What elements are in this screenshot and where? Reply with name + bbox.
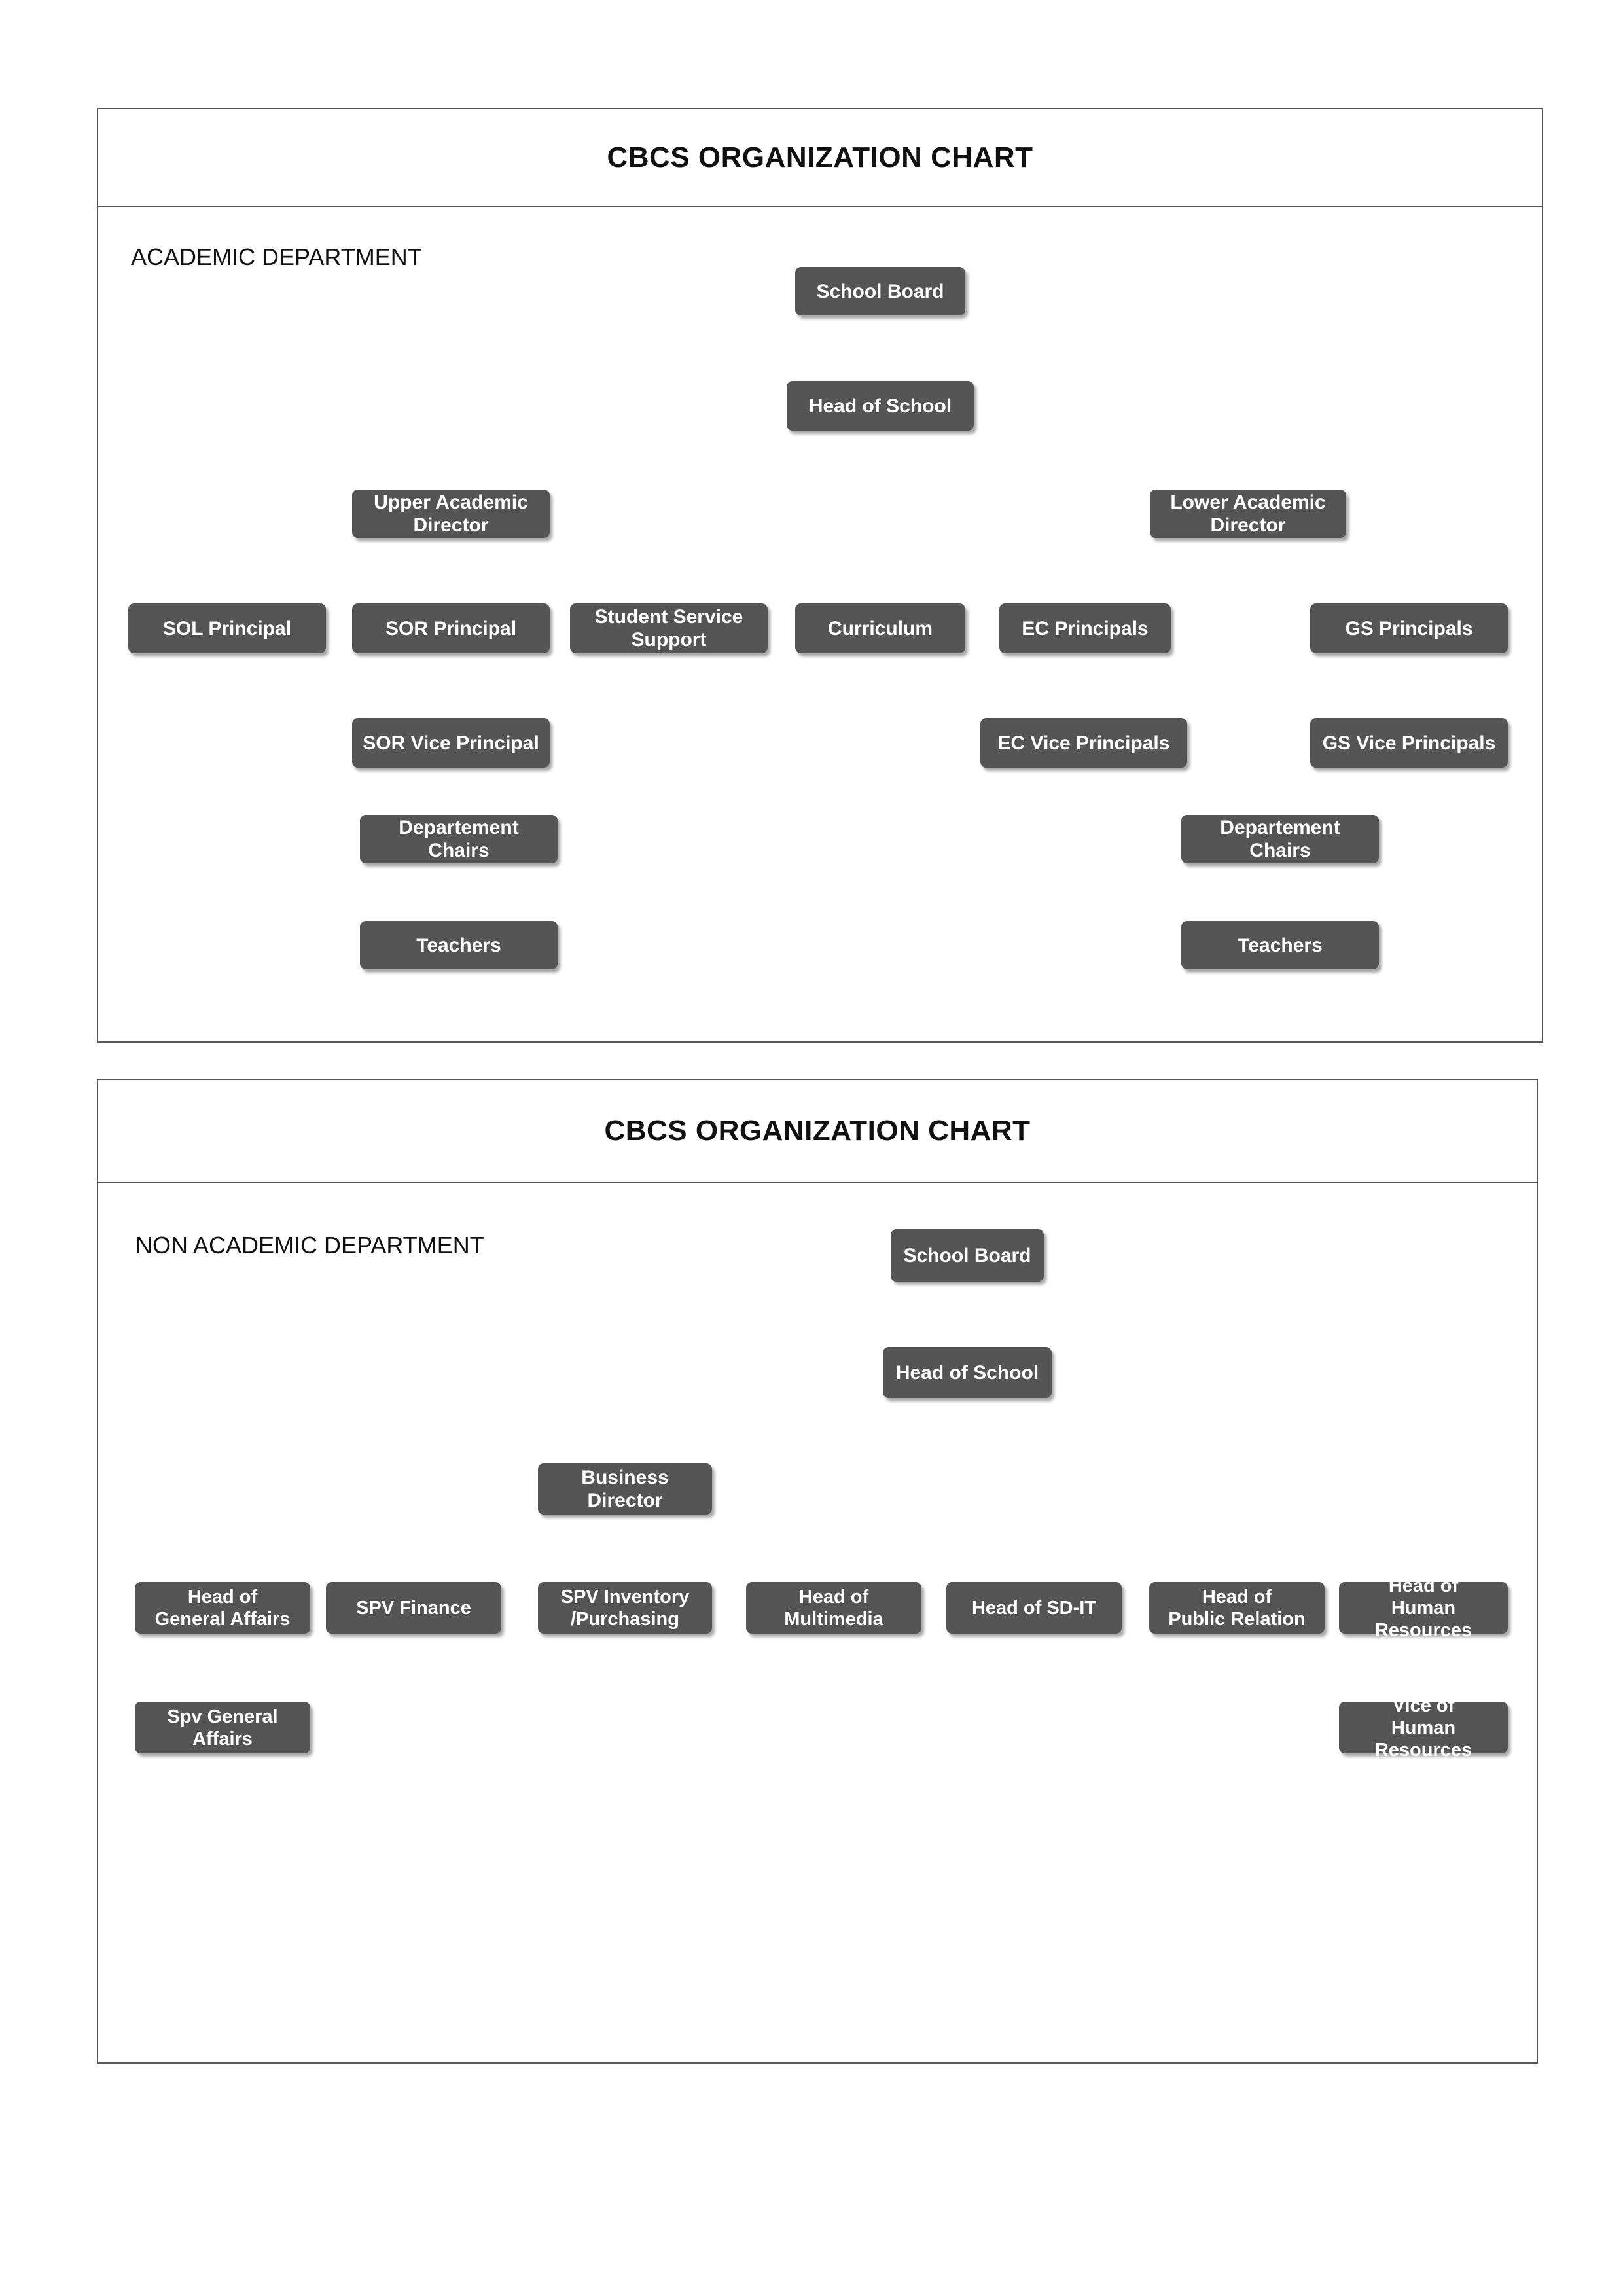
node-ec-vice-principals: EC Vice Principals (980, 718, 1187, 768)
node-department-chairs-right: Departement Chairs (1181, 815, 1379, 863)
node-vice-human-resources: Vice of Human Resources (1339, 1695, 1508, 1761)
academic-department-label: ACADEMIC DEPARTMENT (131, 243, 422, 270)
academic-chart-header: CBCS ORGANIZATION CHART (98, 109, 1542, 207)
non-academic-chart-header: CBCS ORGANIZATION CHART (98, 1080, 1537, 1183)
academic-chart-panel: CBCS ORGANIZATION CHART ACADEMIC DEPARTM… (97, 108, 1543, 1043)
non-academic-chart-title: CBCS ORGANIZATION CHART (604, 1115, 1031, 1147)
node-gs-principals: GS Principals (1310, 603, 1508, 653)
academic-chart-title: CBCS ORGANIZATION CHART (607, 141, 1033, 173)
node-lower-academic-director: Lower Academic Director (1150, 490, 1346, 538)
node-spv-general-affairs: Spv General Affairs (135, 1702, 310, 1753)
node-teachers-left: Teachers (360, 921, 558, 969)
non-academic-department-label: NON ACADEMIC DEPARTMENT (135, 1232, 484, 1259)
node-sol-principal: SOL Principal (128, 603, 326, 653)
node-business-director: Business Director (538, 1463, 712, 1515)
node-sor-principal: SOR Principal (352, 603, 550, 653)
node-head-of-school: Head of School (787, 381, 974, 431)
node-ec-principals: EC Principals (999, 603, 1171, 653)
node-upper-academic-director: Upper Academic Director (352, 490, 550, 538)
node-spv-finance: SPV Finance (326, 1582, 501, 1634)
node-na-head-of-school: Head of School (883, 1347, 1052, 1398)
non-academic-chart-panel: CBCS ORGANIZATION CHART NON ACADEMIC DEP… (97, 1079, 1538, 2064)
node-na-school-board: School Board (891, 1229, 1044, 1282)
node-head-human-resources: Head of Human Resources (1339, 1575, 1508, 1641)
node-curriculum: Curriculum (795, 603, 965, 653)
node-head-sd-it: Head of SD-IT (946, 1582, 1122, 1634)
node-head-public-relation: Head of Public Relation (1149, 1582, 1325, 1634)
node-head-general-affairs: Head of General Affairs (135, 1582, 310, 1634)
node-teachers-right: Teachers (1181, 921, 1379, 969)
node-sor-vice-principal: SOR Vice Principal (352, 718, 550, 768)
node-student-service-support: Student Service Support (570, 603, 768, 653)
node-gs-vice-principals: GS Vice Principals (1310, 718, 1508, 768)
node-spv-inventory-purchasing: SPV Inventory /Purchasing (538, 1582, 712, 1634)
node-head-multimedia: Head of Multimedia (746, 1582, 921, 1634)
node-department-chairs-left: Departement Chairs (360, 815, 558, 863)
node-school-board: School Board (795, 267, 965, 315)
